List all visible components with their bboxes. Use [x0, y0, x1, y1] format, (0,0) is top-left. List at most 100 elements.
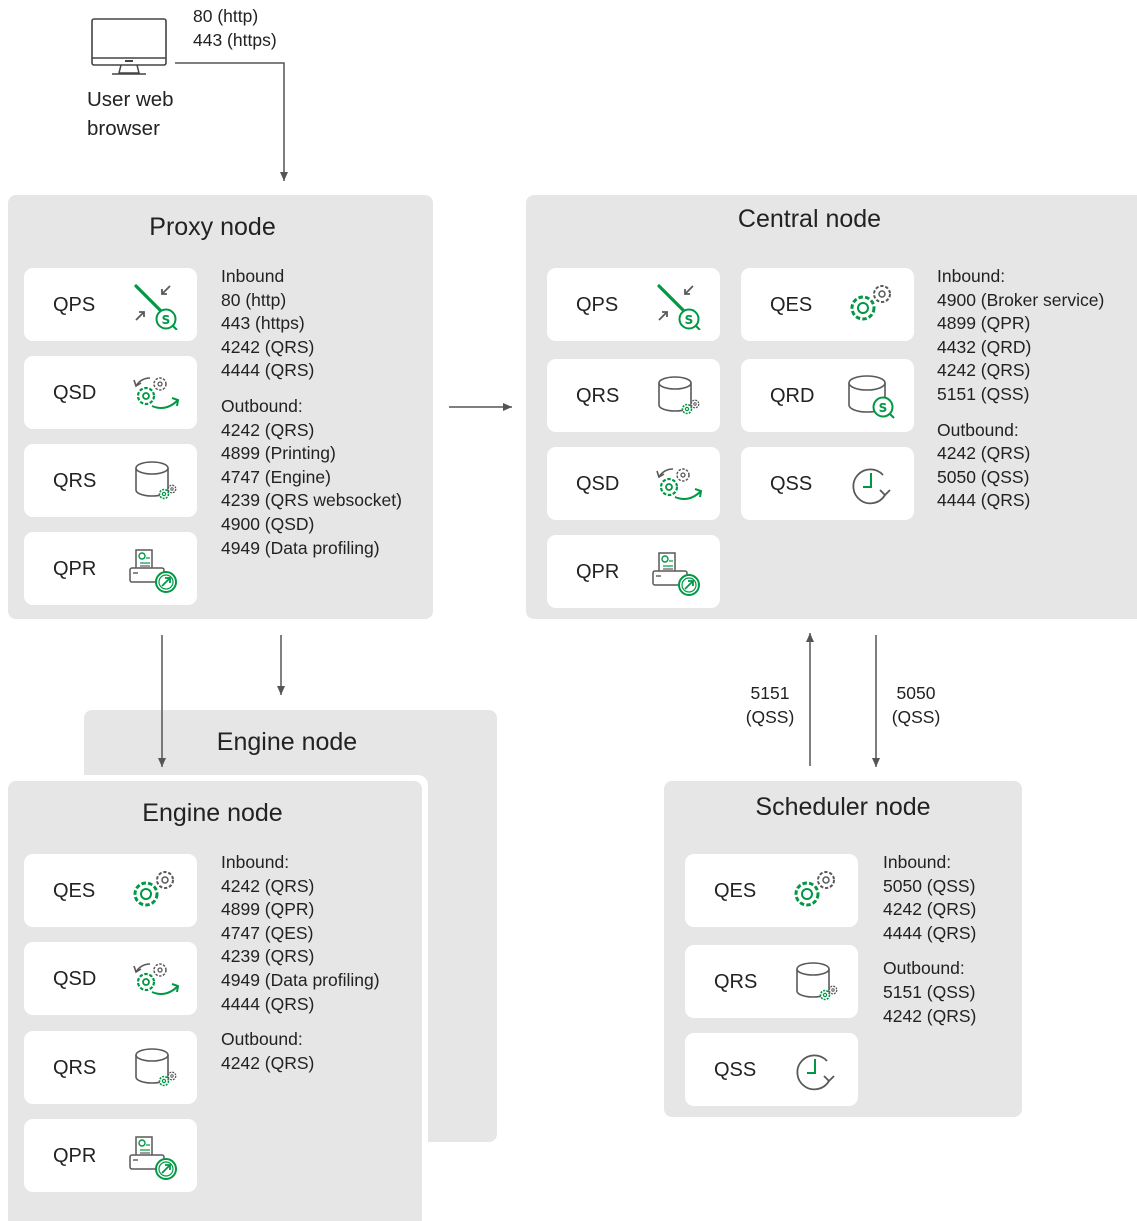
- scheduler-service-qss: QSS: [685, 1033, 858, 1106]
- service-label: QRS: [576, 385, 620, 407]
- service-label: QRS: [714, 971, 758, 993]
- port-item: 4949 (Data profiling): [221, 537, 380, 558]
- qpr-icon: [652, 552, 700, 596]
- outbound-title: Outbound:: [937, 419, 1019, 440]
- link-label-up: 5151 (QSS): [740, 681, 800, 729]
- central-service-qrd: QRD: [741, 359, 914, 432]
- proxy-service-qps: QPS: [24, 268, 197, 341]
- port-item: 4899 (Printing): [221, 443, 336, 464]
- port-item: 4444 (QRS): [221, 993, 315, 1014]
- port-item: 4444 (QRS): [937, 490, 1031, 511]
- qps-icon: [134, 284, 179, 330]
- port-item: 4444 (QRS): [883, 922, 977, 943]
- service-label: QPR: [53, 1145, 97, 1167]
- service-label: QRS: [53, 470, 97, 492]
- port-item: 443 (https): [221, 313, 305, 334]
- browser-port-http: 80 (http): [193, 6, 259, 26]
- port-item: 4239 (QRS): [221, 946, 315, 967]
- port-item: 4900 (QSD): [221, 513, 315, 534]
- port-item: 5151 (QSS): [937, 383, 1030, 404]
- service-label: QES: [53, 880, 96, 902]
- proxy-service-qsd: QSD: [24, 356, 197, 429]
- scheduler-service-qrs: QRS: [685, 945, 858, 1018]
- engine-service-qes: QES: [24, 854, 197, 927]
- port-item: 4747 (Engine): [221, 466, 331, 487]
- port-item: 4242 (QRS): [883, 899, 977, 920]
- proxy-service-qrs: QRS: [24, 444, 197, 517]
- port-item: 4242 (QRS): [937, 443, 1031, 464]
- proxy-service-qpr: QPR: [24, 532, 197, 605]
- link-down-service: (QSS): [891, 707, 941, 727]
- link-label-down: 5050 (QSS): [886, 681, 946, 729]
- qps-icon: [657, 284, 702, 330]
- qes-icon: [850, 284, 892, 321]
- service-label: QRD: [770, 385, 815, 407]
- service-label: QRS: [53, 1057, 97, 1079]
- link-up-service: (QSS): [745, 707, 795, 727]
- engine-service-qsd: QSD: [24, 942, 197, 1015]
- qsd-icon: [132, 376, 180, 410]
- inbound-title: Inbound: [221, 266, 285, 286]
- scheduler-service-qes: QES: [685, 854, 858, 927]
- engine-node: Engine node QES QSD QRS QPR Inbound: 424…: [8, 781, 422, 1221]
- qsd-icon: [132, 962, 180, 996]
- scheduler-node: Scheduler node QES QRS QSS Inbound: 5050…: [664, 781, 1022, 1117]
- engine-ports: Inbound: 4242 (QRS) 4899 (QPR) 4747 (QES…: [221, 851, 380, 1075]
- browser-label-line2: browser: [87, 117, 160, 140]
- port-item: 4242 (QRS): [883, 1005, 977, 1026]
- link-down-port: 5050: [896, 683, 936, 703]
- central-service-qpr: QPR: [547, 535, 720, 608]
- port-item: 5151 (QSS): [883, 981, 976, 1002]
- port-item: 4899 (QPR): [937, 313, 1031, 334]
- port-item: 4899 (QPR): [221, 899, 315, 920]
- qrs-icon: [135, 461, 177, 500]
- service-label: QPS: [53, 294, 96, 316]
- service-label: QPR: [576, 561, 620, 583]
- inbound-title: Inbound:: [883, 852, 952, 872]
- outbound-title: Outbound:: [221, 395, 303, 416]
- qss-icon: [796, 1054, 835, 1091]
- central-service-qes: QES: [741, 268, 914, 341]
- port-item: 4747 (QES): [221, 922, 314, 943]
- outbound-title: Outbound:: [883, 958, 965, 979]
- qsd-icon: [655, 467, 703, 501]
- proxy-node-title: Proxy node: [149, 213, 276, 241]
- qss-icon: [852, 468, 891, 505]
- service-label: QSD: [53, 382, 97, 404]
- inbound-title: Inbound:: [937, 266, 1006, 286]
- central-ports: Inbound: 4900 (Broker service) 4899 (QPR…: [937, 265, 1104, 513]
- service-label: QPS: [576, 294, 619, 316]
- port-item: 5050 (QSS): [937, 466, 1030, 487]
- port-item: 4242 (QRS): [221, 875, 315, 896]
- port-item: 4242 (QRS): [221, 419, 315, 440]
- browser-ports: 80 (http) 443 (https): [193, 4, 277, 52]
- service-label: QSS: [714, 1059, 757, 1081]
- port-item: 4432 (QRD): [937, 336, 1032, 357]
- central-node-title: Central node: [737, 205, 882, 233]
- browser-label: User web browser: [87, 85, 174, 143]
- port-item: 80 (http): [221, 289, 287, 310]
- port-item: 4444 (QRS): [221, 360, 315, 381]
- proxy-ports: Inbound 80 (http) 443 (https) 4242 (QRS)…: [221, 265, 402, 560]
- port-item: 4242 (QRS): [221, 1052, 315, 1073]
- browser-port-https: 443 (https): [193, 30, 277, 50]
- port-item: 4242 (QRS): [221, 336, 315, 357]
- qes-icon: [794, 870, 836, 907]
- central-service-qrs: QRS: [547, 359, 720, 432]
- link-up-port: 5151: [750, 683, 790, 703]
- port-item: 4900 (Broker service): [937, 289, 1105, 310]
- service-label: QES: [714, 880, 757, 902]
- engine-service-qrs: QRS: [24, 1031, 197, 1104]
- central-node: Central node QPS QRS QSD QPR QES QRD QSS…: [526, 195, 1137, 619]
- engine-node-title: Engine node: [142, 799, 283, 827]
- browser-monitor-icon: [90, 18, 168, 78]
- service-label: QES: [770, 294, 813, 316]
- qpr-icon: [129, 549, 177, 593]
- scheduler-node-title: Scheduler node: [755, 793, 931, 821]
- port-item: 4239 (QRS websocket): [221, 490, 402, 511]
- central-service-qps: QPS: [547, 268, 720, 341]
- service-label: QSD: [576, 473, 620, 495]
- central-service-qsd: QSD: [547, 447, 720, 520]
- port-item: 4242 (QRS): [937, 360, 1031, 381]
- scheduler-ports: Inbound: 5050 (QSS) 4242 (QRS) 4444 (QRS…: [883, 851, 976, 1028]
